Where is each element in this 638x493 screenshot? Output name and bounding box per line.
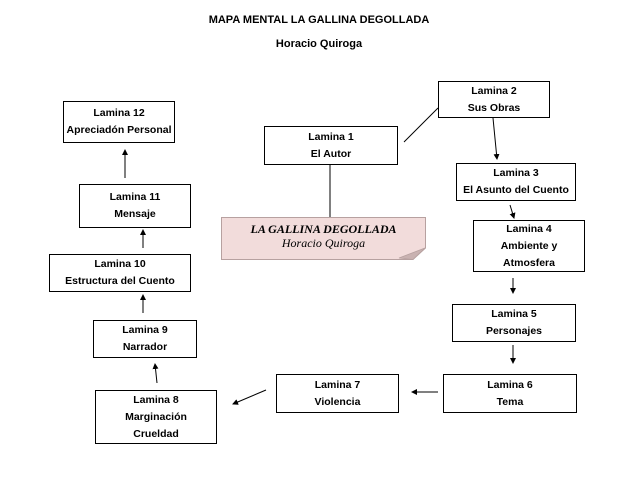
arrow-l2-to-l3	[492, 117, 500, 160]
node-lamina-6: Lamina 6 Tema	[443, 374, 577, 413]
central-topic-author: Horacio Quiroga	[281, 236, 366, 250]
node-lamina-8: Lamina 8 Marginación Crueldad	[95, 390, 217, 444]
arrow-l3-to-l4	[509, 204, 516, 219]
node-lamina-7: Lamina 7 Violencia	[276, 374, 399, 413]
diagram-title: MAPA MENTAL LA GALLINA DEGOLLADA	[208, 14, 430, 26]
central-topic: LA GALLINA DEGOLLADA Horacio Quiroga	[221, 217, 426, 260]
node-lamina-9: Lamina 9 Narrador	[93, 320, 197, 358]
node-lamina-11: Lamina 11 Mensaje	[79, 184, 191, 228]
node-lamina-10: Lamina 10 Estructura del Cuento	[49, 254, 191, 292]
node-lamina-1: Lamina 1 El Autor	[264, 126, 398, 165]
arrow-l7-to-l8	[232, 389, 267, 405]
node-lamina-3: Lamina 3 El Asunto del Cuento	[456, 163, 576, 201]
node-lamina-12: Lamina 12 Apreciadón Personal	[63, 101, 175, 143]
node-lamina-2: Lamina 2 Sus Obras	[438, 81, 550, 118]
node-lamina-5: Lamina 5 Personajes	[452, 304, 576, 342]
central-topic-title: LA GALLINA DEGOLLADA	[250, 222, 397, 236]
connector-l1-to-l2	[403, 107, 439, 143]
node-lamina-4: Lamina 4 Ambiente y Atmosfera	[473, 220, 585, 272]
folded-note-shape	[221, 217, 426, 260]
diagram-subtitle: Horacio Quiroga	[275, 38, 363, 50]
arrow-l8-to-l9	[152, 363, 159, 384]
